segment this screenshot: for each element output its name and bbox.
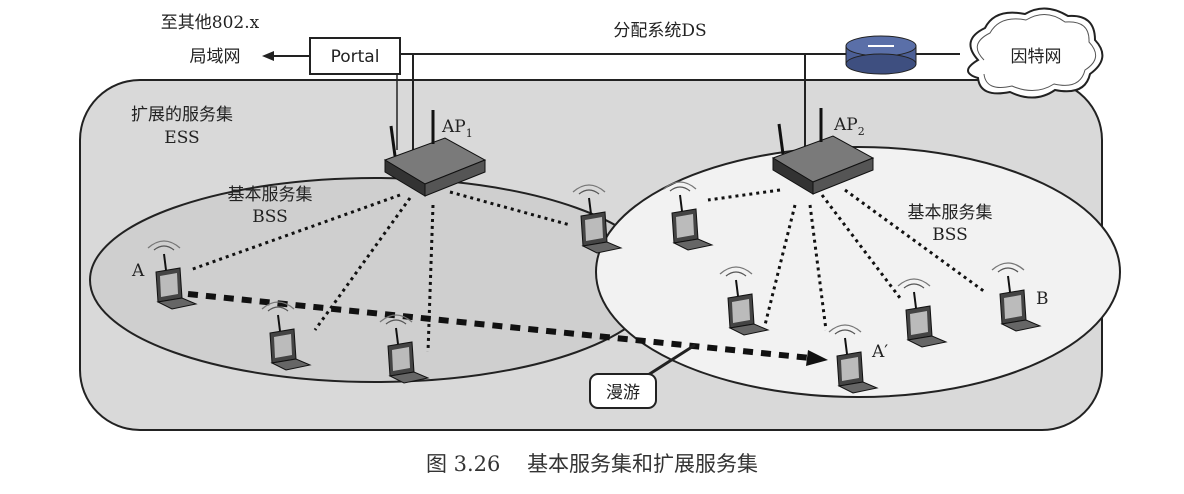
- bss1-label-2: BSS: [252, 207, 288, 227]
- other-lan-label-2: 局域网: [190, 47, 241, 67]
- figure-title: 基本服务集和扩展服务集: [527, 452, 759, 476]
- station-b-label: B: [1036, 289, 1049, 309]
- ds-label: 分配系统DS: [613, 21, 706, 41]
- bss2-wireless-links: [707, 188, 986, 331]
- bss2-label-1: 基本服务集: [908, 203, 993, 223]
- arrow-head: [262, 51, 274, 61]
- internet-cloud-icon: [967, 7, 1104, 99]
- bss1-label-1: 基本服务集: [228, 185, 313, 205]
- figure-caption: 图 3.26 基本服务集和扩展服务集: [0, 448, 1184, 478]
- bss1-wireless-links: [189, 190, 571, 353]
- other-lan-label-1: 至其他802.x: [161, 13, 260, 33]
- ess-label-1: 扩展的服务集: [131, 105, 233, 125]
- roaming-callout-box: [589, 373, 657, 409]
- portal-box: [309, 37, 401, 75]
- roaming-path: [187, 291, 811, 361]
- portal-label: Portal: [331, 47, 380, 67]
- ess-label-2: ESS: [164, 128, 199, 148]
- roaming-label: 漫游: [606, 383, 640, 403]
- station-a-label: A: [131, 261, 145, 281]
- ess-bss-diagram: Portal 因特网 至其他802.x 局域网 分配系统DS 扩展的服务集 ES…: [79, 7, 1121, 431]
- roaming-callout-line: [647, 343, 696, 377]
- bss2-label-2: BSS: [932, 225, 968, 245]
- figure-number: 图 3.26: [425, 452, 501, 476]
- router-icon: [845, 35, 917, 75]
- station-a-prime-label: A′: [871, 342, 888, 362]
- ap1-label: AP1: [441, 117, 473, 140]
- bss2-area: [595, 146, 1121, 398]
- internet-label: 因特网: [1011, 47, 1062, 67]
- roaming-arrow-head: [806, 350, 828, 366]
- ap2-label: AP2: [833, 115, 865, 138]
